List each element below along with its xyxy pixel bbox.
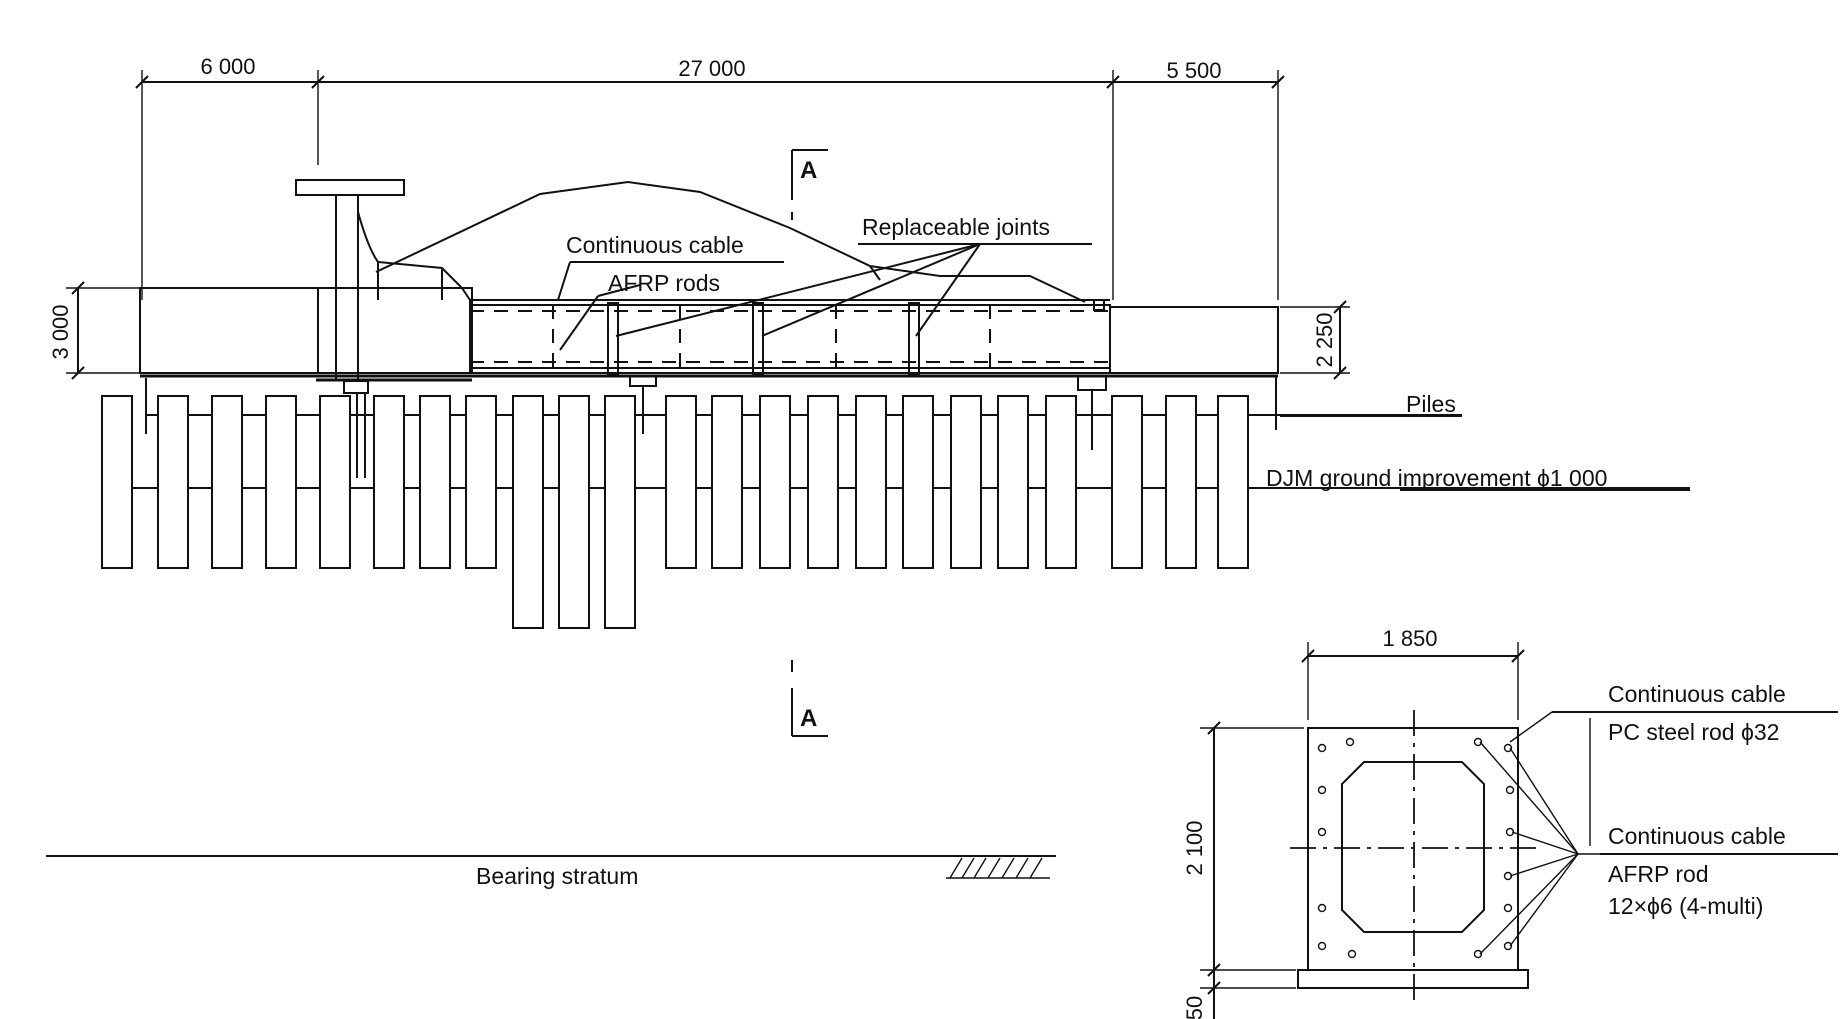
dim-left-span: 6 000 [200, 54, 255, 79]
cross-section: 1 850 2 100 50 [1182, 626, 1838, 1019]
elevation-leaders [557, 243, 1462, 417]
label-cable-1-title: Continuous cable [1608, 681, 1786, 707]
bearing-stratum: Bearing stratum [46, 855, 1056, 889]
djm-columns [101, 395, 1249, 629]
label-cable-2-spec-2: 12×ϕ6 (4-multi) [1608, 893, 1763, 919]
label-djm-ground-improvement: DJM ground improvement ϕ1 000 [1266, 465, 1607, 491]
dim-right-span: 5 500 [1166, 58, 1221, 83]
label-bearing-stratum: Bearing stratum [476, 863, 638, 889]
pile-stems [145, 378, 1093, 478]
section-marker-top: A [800, 157, 817, 184]
dim-section-base: 50 [1182, 996, 1207, 1019]
label-piles: Piles [1406, 391, 1456, 417]
label-cable-2-title: Continuous cable [1608, 823, 1786, 849]
label-cable-1-spec: PC steel rod ϕ32 [1608, 719, 1779, 745]
dim-girder-height-mid: 2 250 [1312, 312, 1337, 367]
label-cable-2-spec-1: AFRP rod [1608, 861, 1709, 887]
label-continuous-cable: Continuous cable [566, 232, 744, 258]
right-abutment [1109, 306, 1279, 430]
label-replaceable-joints: Replaceable joints [862, 214, 1050, 240]
dim-section-height: 2 100 [1182, 820, 1207, 875]
label-afrp-rods: AFRP rods [608, 270, 720, 296]
girder-height-dimensions: 3 000 2 250 [48, 281, 1350, 380]
dim-section-width: 1 850 [1382, 626, 1437, 651]
dim-main-span: 27 000 [678, 56, 745, 81]
section-cut-marker: A A [791, 149, 828, 737]
embankment-profile [375, 180, 1086, 303]
dim-girder-height-left: 3 000 [48, 304, 73, 359]
span-dimensions: 6 000 27 000 5 500 [135, 54, 1285, 300]
section-marker-bottom: A [800, 705, 817, 732]
cable-rods [1317, 737, 1515, 959]
cross-section-leaders [1479, 711, 1838, 955]
pier-and-abutment [139, 179, 473, 478]
